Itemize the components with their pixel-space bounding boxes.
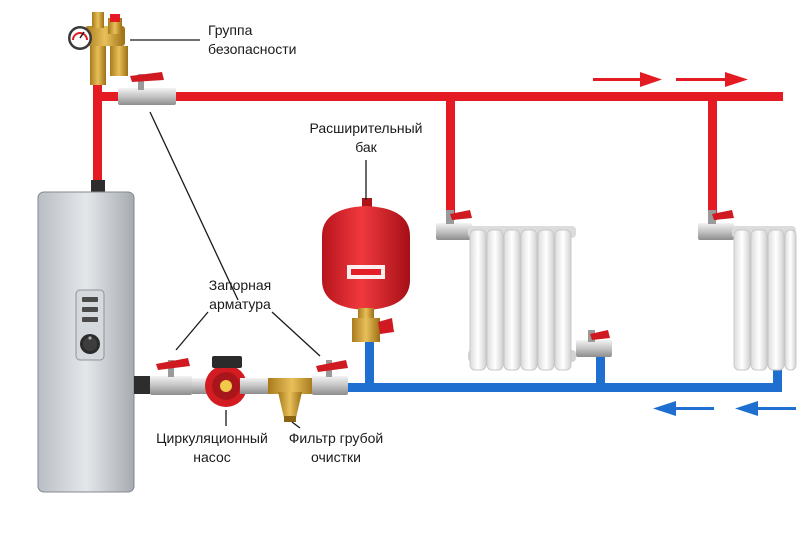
supply-ball-valve — [118, 72, 176, 105]
return-flow-arrows — [653, 401, 796, 416]
labels: Группа безопасности Расширительный бак З… — [156, 22, 422, 465]
label-filter-line2: очистки — [311, 449, 361, 465]
electric-boiler — [37, 191, 150, 493]
label-expansion-tank-line2: бак — [355, 139, 377, 155]
pressure-gauge-icon — [68, 26, 92, 50]
boiler-supply-connector — [91, 180, 105, 194]
boiler-indicator-2 — [82, 307, 98, 312]
label-filter-line1: Фильтр грубой — [289, 430, 383, 446]
supply-pipe-riser — [93, 80, 102, 185]
supply-arrow-1 — [593, 72, 662, 87]
radiator-1-supply-valve — [436, 210, 472, 240]
boiler-knob-icon — [80, 334, 100, 354]
circulation-pump — [192, 356, 270, 407]
radiator-2 — [732, 226, 797, 371]
supply-pipes — [93, 80, 783, 220]
supply-pipe-drop-1 — [446, 92, 455, 220]
radiator-1 — [468, 226, 576, 371]
boiler-indicator-3 — [82, 317, 98, 322]
supply-pipe-main — [93, 92, 783, 101]
leader-lines — [130, 39, 367, 429]
return-arrow-1 — [653, 401, 714, 416]
label-shutoff-valves-line2: арматура — [209, 296, 271, 312]
label-safety-group-line1: Группа — [208, 22, 253, 38]
return-arrow-2 — [735, 401, 796, 416]
return-pipes — [340, 340, 782, 392]
boiler-return-valve — [150, 358, 192, 395]
return-pipe-tank-riser — [365, 340, 374, 390]
label-safety-group-line2: безопасности — [208, 41, 297, 57]
leader-shutoff-left — [175, 311, 209, 351]
radiator-2-supply-valve — [698, 210, 734, 240]
leader-shutoff-top — [149, 111, 239, 301]
label-pump-line1: Циркуляционный — [156, 430, 268, 446]
expansion-tank — [322, 198, 410, 342]
leader-filter — [291, 421, 301, 429]
return-pipe-main — [340, 383, 782, 392]
return-pipe-rad2-riser — [773, 368, 782, 392]
label-shutoff-valves-line1: Запорная — [209, 277, 272, 293]
leader-shutoff-right — [271, 311, 321, 357]
supply-pipe-drop-2 — [708, 92, 717, 220]
label-pump-line2: насос — [193, 449, 230, 465]
safety-group — [68, 12, 128, 85]
supply-arrow-2 — [676, 72, 748, 87]
supply-flow-arrows — [593, 72, 748, 87]
coarse-filter — [268, 378, 316, 422]
boiler-indicator-1 — [82, 297, 98, 302]
radiator-1-return-valve — [576, 330, 612, 357]
return-pipe-rad1-riser — [596, 352, 605, 390]
pump-outlet-valve — [312, 360, 348, 395]
label-expansion-tank-line1: Расширительный — [310, 120, 423, 136]
